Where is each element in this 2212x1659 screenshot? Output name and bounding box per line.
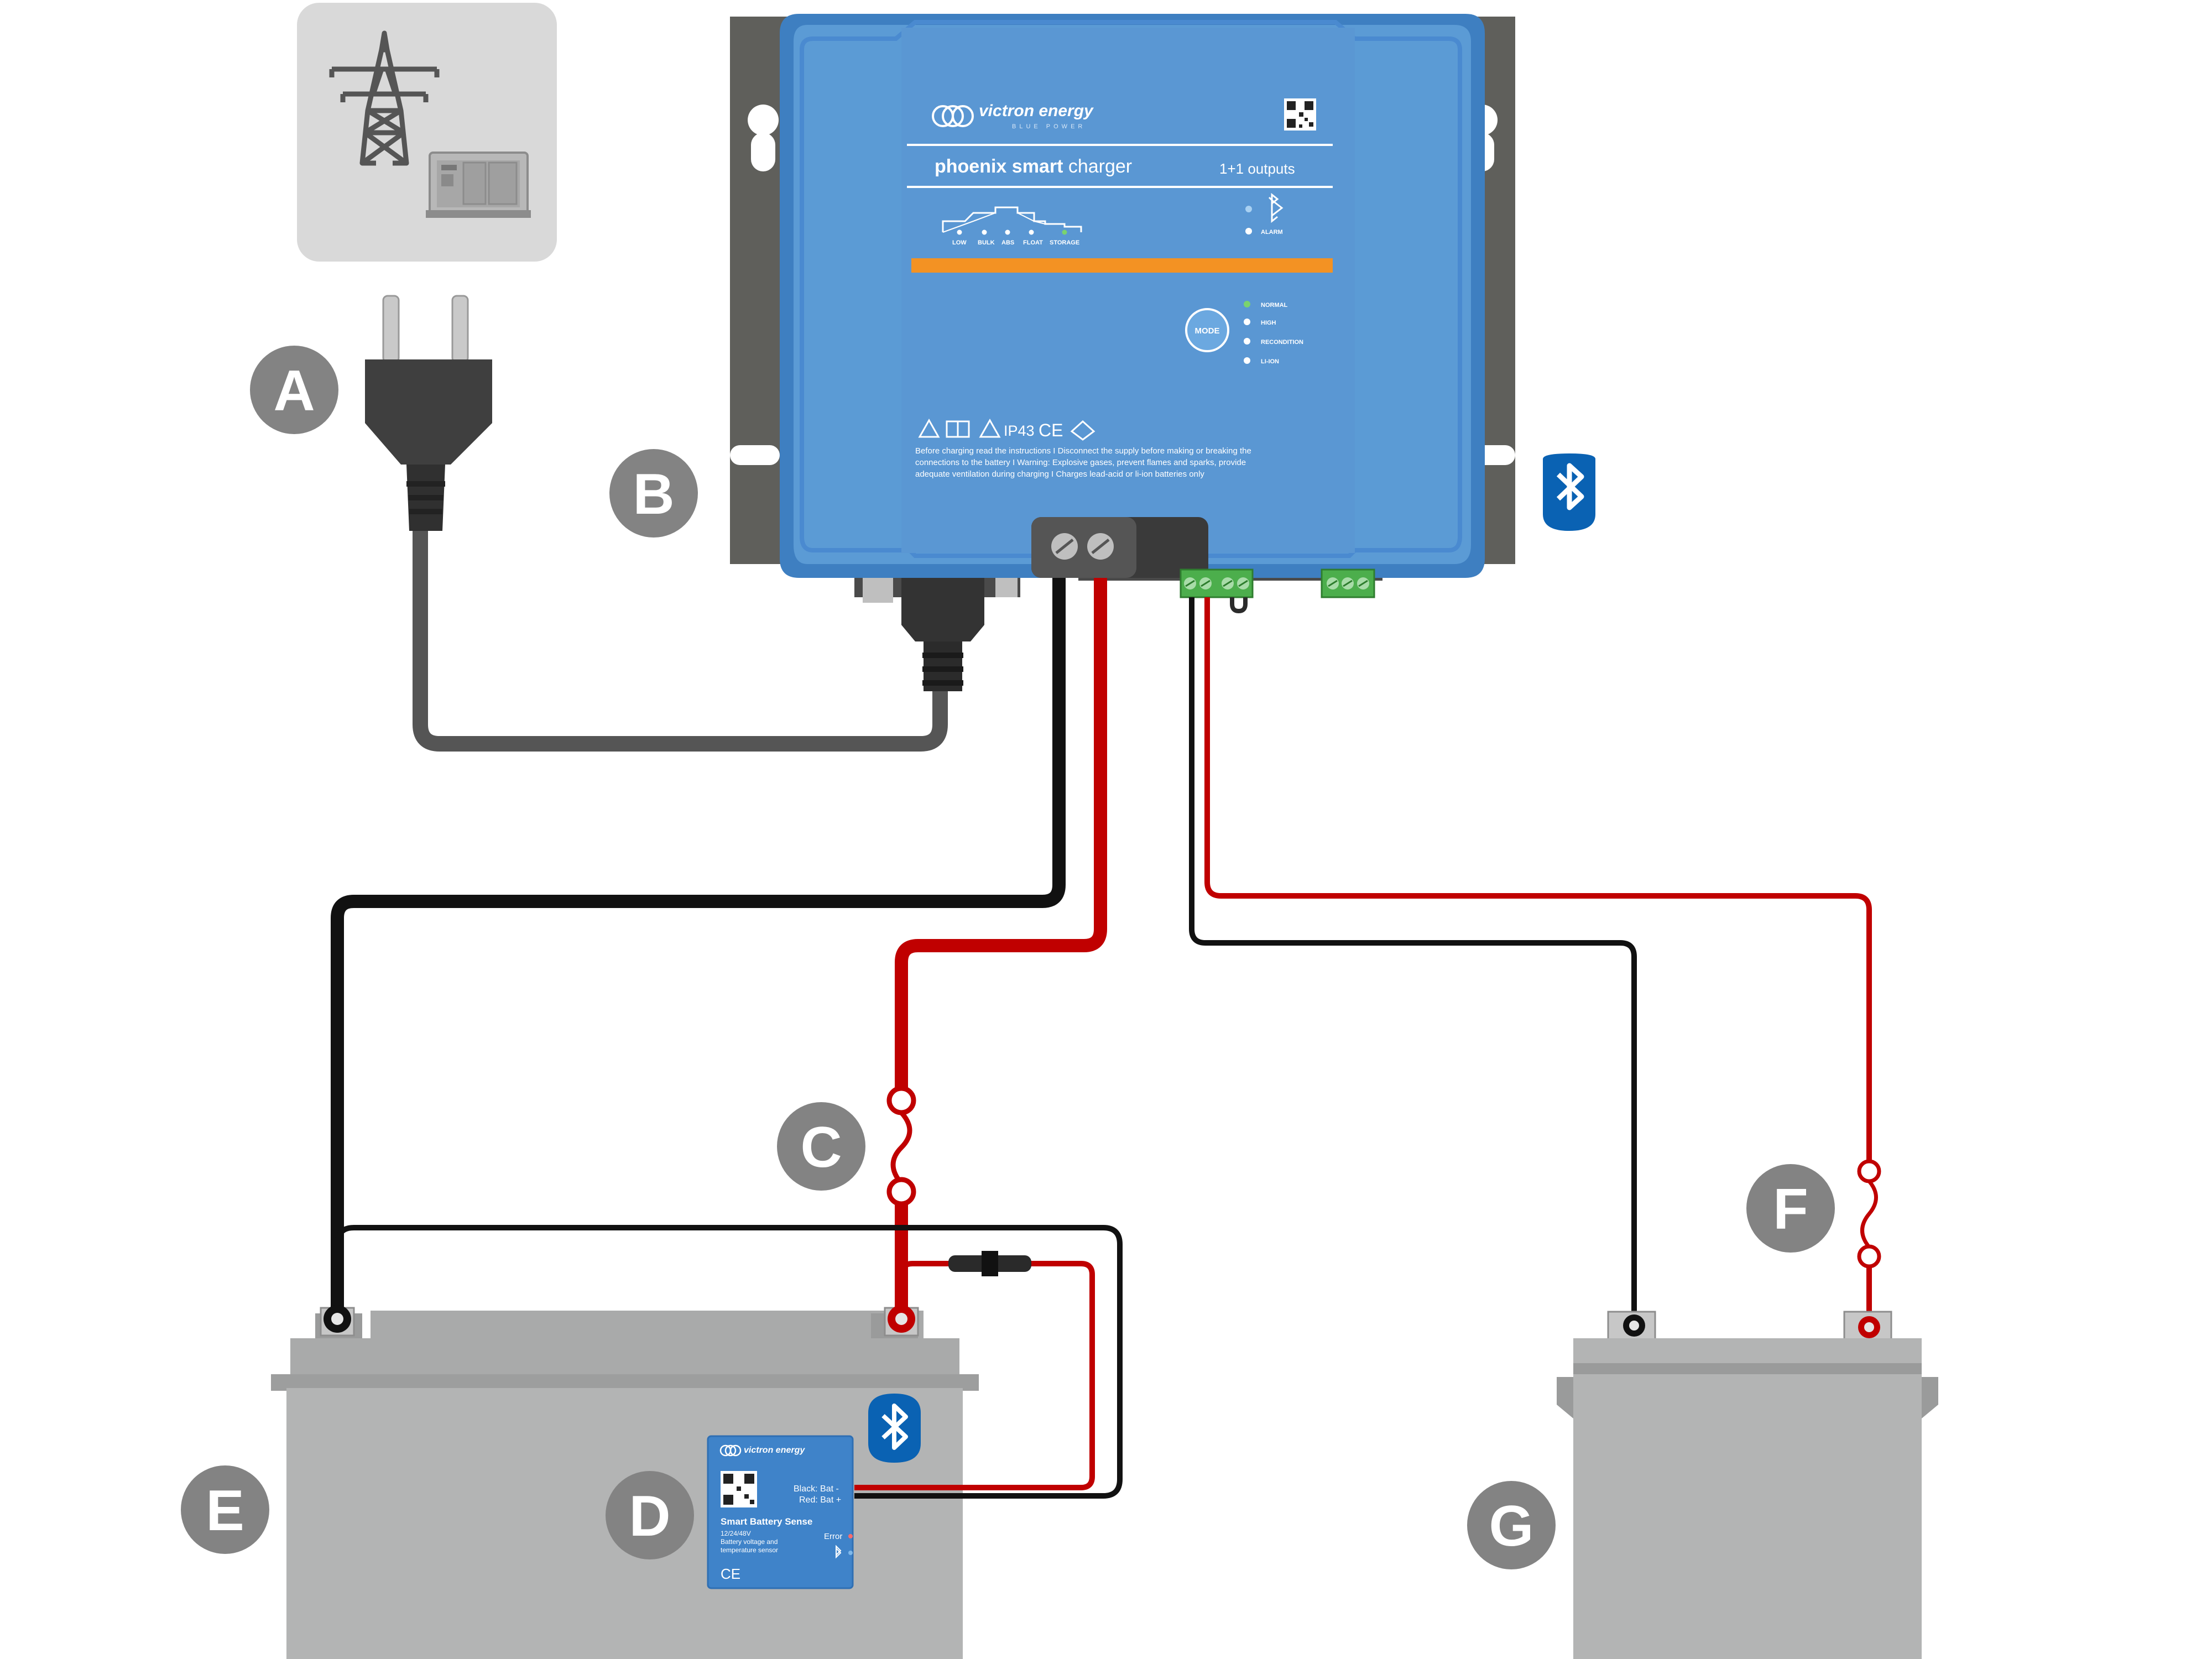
callout-c: C [777,1102,865,1191]
power-pylon-icon [329,30,440,166]
mode-high-label: HIGH [1261,320,1276,326]
ip-rating: IP43 [1004,422,1035,439]
mode-led-recondition [1244,338,1250,345]
phoenix-smart-charger: victron energy BLUE POWER phoenix smart … [730,14,1515,691]
mode-button-label: MODE [1195,326,1220,336]
callout-e: E [181,1465,269,1554]
svg-text:A: A [273,359,315,423]
bluetooth-icon [836,1545,842,1559]
callout-f: F [1746,1164,1835,1253]
svg-text:B: B [633,462,674,526]
mode-li-ion-label: LI-ION [1261,358,1279,365]
sense-red-label: Red: Bat + [799,1495,841,1505]
bluetooth-led [1245,206,1252,212]
stage-abs: ABS [1001,239,1014,246]
mode-recondition-label: RECONDITION [1261,339,1303,346]
rcm-icon [1070,420,1095,441]
victron-logo [932,105,974,127]
warning-text-line3: adequate ventilation during charging I C… [915,469,1204,479]
smart-battery-sense: victron energy Black: Bat - Red: Bat + S… [707,1435,854,1589]
mode-led-li-ion [1244,357,1250,364]
mode-led-high [1244,319,1250,325]
sense-desc-line2: temperature sensor [721,1546,778,1554]
sense-black-label: Black: Bat - [794,1484,839,1494]
warning-icon [918,418,1001,438]
bluetooth-icon [868,1394,921,1463]
ac-source [297,3,557,262]
sense-bluetooth-led [848,1551,853,1555]
stage-float: FLOAT [1023,239,1043,246]
svg-text:D: D [629,1484,670,1548]
qr-code-icon [721,1471,757,1507]
bluetooth-icon [1268,192,1284,223]
sense-desc-line1: Battery voltage and [721,1538,778,1546]
charge-stage-indicator: LOW BULK ABS FLOAT STORAGE [942,206,1082,246]
alarm-led [1245,228,1252,234]
aux-negative-cable [1189,597,1637,1324]
ac-source-panel [297,3,557,262]
stage-storage: STORAGE [1050,239,1079,246]
svg-text:E: E [206,1479,244,1543]
callout-d: D [606,1471,694,1559]
callout-g: G [1467,1481,1556,1569]
svg-text:F: F [1773,1177,1808,1241]
svg-text:G: G [1489,1494,1534,1558]
sense-error-led [848,1534,853,1538]
qr-code-icon [1284,98,1316,131]
sense-title: Smart Battery Sense [721,1516,812,1527]
alarm-label: ALARM [1261,229,1283,236]
sense-victron-logo [719,1444,742,1457]
stage-bulk: BULK [978,239,995,246]
charger-outputs-label: 1+1 outputs [1219,160,1295,177]
mode-button[interactable]: MODE [1185,308,1229,352]
fuse-icon [886,1086,916,1207]
manual-icon [946,420,970,438]
plug-icon [365,295,492,531]
sense-brand: victron energy [744,1446,805,1455]
svg-text:C: C [800,1115,842,1180]
sense-ce-mark: CE [721,1566,740,1582]
remote-terminal [1321,568,1375,598]
mode-led-normal [1244,301,1250,307]
main-negative-cable [331,578,1066,1313]
callout-a: A [250,346,338,434]
warning-text-line2: connections to the battery I Warning: Ex… [915,458,1246,467]
charger-brand-tagline: BLUE POWER [1012,123,1086,130]
ac-cable [413,498,948,752]
aux-output-terminal [1180,568,1254,598]
callout-b: B [609,449,698,538]
sense-voltage: 12/24/48V [721,1530,751,1537]
charger-ce-mark: CE [1039,420,1063,440]
battery-sense-negative-wire [335,1225,1123,1499]
orange-stripe [911,258,1333,273]
battery-sense-positive-wire [854,1261,1095,1490]
bluetooth-icon [1543,453,1595,531]
sense-error-label: Error [824,1532,842,1541]
charger-brand: victron energy [979,102,1094,120]
stage-low: LOW [952,239,967,246]
inline-fuse-icon [948,1251,1031,1276]
generator-icon [426,152,531,218]
mode-normal-label: NORMAL [1261,302,1288,309]
charger-product-name: phoenix smart charger [935,156,1132,177]
second-battery [1557,1311,1938,1659]
fuse-icon [1857,1159,1881,1269]
warning-text-line1: Before charging read the instructions I … [915,446,1251,456]
